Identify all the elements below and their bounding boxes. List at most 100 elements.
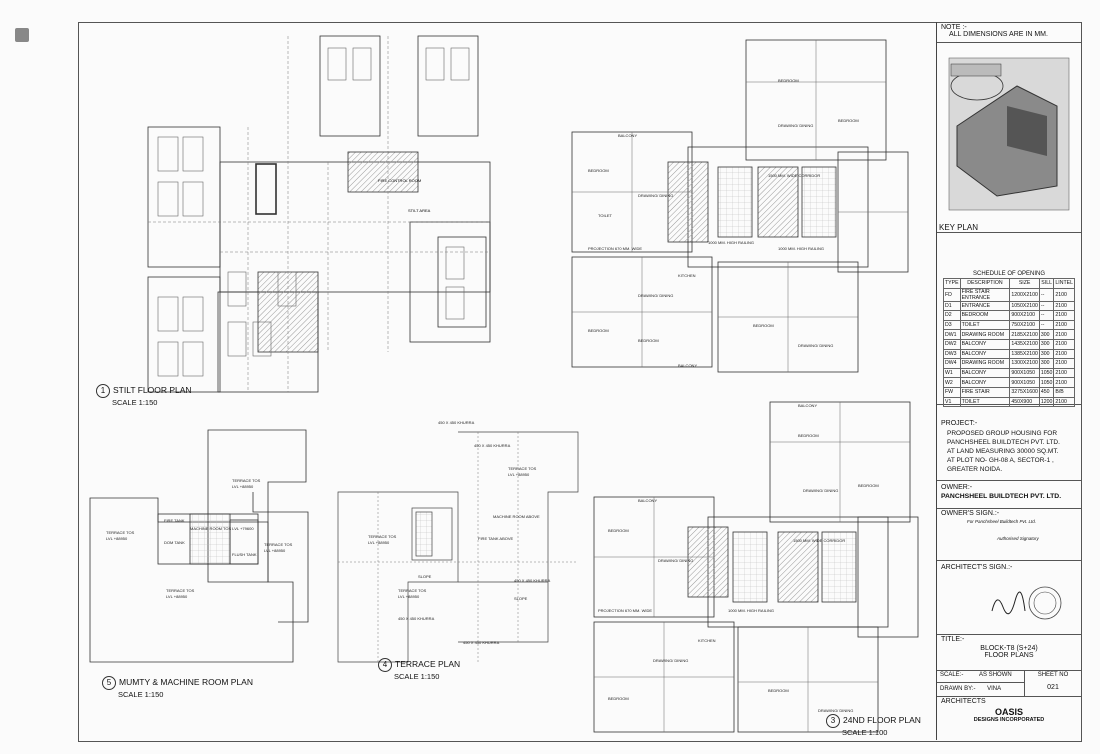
svg-text:KITCHEN: KITCHEN <box>698 638 716 643</box>
svg-text:LVL +88950: LVL +88950 <box>232 484 254 489</box>
schedule-cell: 900X1050 <box>1009 367 1040 379</box>
stilt-area-label: STILT AREA <box>408 208 431 213</box>
svg-text:FIRE TANK: FIRE TANK <box>164 518 185 523</box>
stilt-floor-plan <box>147 35 491 393</box>
svg-text:BALCONY: BALCONY <box>678 363 697 368</box>
24nd-floor-labels: BEDROOM BEDROOM DRAWING/ DINING BEDROOM … <box>598 403 879 713</box>
schedule-cell: 2100 <box>1053 319 1075 331</box>
svg-text:BALCONY: BALCONY <box>638 498 657 503</box>
scale-label: SCALE:- <box>940 672 964 678</box>
schedule-cell: 300 <box>1038 358 1055 369</box>
schedule-cell: 1200 <box>1038 396 1055 408</box>
svg-text:DRAWING/ DINING: DRAWING/ DINING <box>778 123 813 128</box>
schedule-cell: 1050X2100 <box>1009 300 1040 312</box>
mumty-plan <box>89 429 309 663</box>
binding-hole-mark <box>15 28 29 42</box>
svg-text:LVL +88950: LVL +88950 <box>368 540 390 545</box>
svg-text:BALCONY: BALCONY <box>798 403 817 408</box>
svg-text:LVL +88950: LVL +88950 <box>508 472 530 477</box>
title-block: NOTE :- ALL DIMENSIONS ARE IN MM. KEY PL… <box>936 22 1081 740</box>
title-section: TITLE:- BLOCK-T8 (S+24) FLOOR PLANS <box>937 634 1081 671</box>
schedule-title: SCHEDULE OF OPENING <box>972 271 1045 277</box>
note-text: ALL DIMENSIONS ARE IN MM. <box>949 31 1048 38</box>
title-label: TITLE:- <box>941 636 965 643</box>
schedule-cell: BALCONY <box>959 338 1011 350</box>
schedule-cell: 2100 <box>1053 348 1075 360</box>
scale-value: AS SHOWN <box>979 672 1012 678</box>
svg-text:TERRACE TOS: TERRACE TOS <box>508 466 537 471</box>
schedule-cell: D1 <box>943 300 961 312</box>
svg-text:1000 MM. HIGH RAILING: 1000 MM. HIGH RAILING <box>778 246 824 251</box>
schedule-cell: 2100 <box>1053 287 1075 302</box>
architect-sign-section: ARCHITECT'S SIGN.:- <box>937 562 1081 635</box>
svg-text:1500 MM. WIDE CORRIDOR: 1500 MM. WIDE CORRIDOR <box>768 173 820 178</box>
svg-text:450 X 450 KHURRA: 450 X 450 KHURRA <box>438 420 475 425</box>
schedule-cell: B/B <box>1053 386 1075 398</box>
schedule-cell: 2100 <box>1053 396 1075 408</box>
upper-floor-plan <box>571 39 909 373</box>
owner-sign-section: OWNER'S SIGN.:- For Panchsheel Buildtech… <box>937 508 1081 561</box>
svg-text:BEDROOM: BEDROOM <box>858 483 879 488</box>
schedule-cell: BEDROOM <box>959 310 1011 321</box>
schedule-cell: 900X1050 <box>1009 377 1040 388</box>
schedule-cell: 2100 <box>1053 377 1075 388</box>
key-plan-drawing <box>948 57 1070 211</box>
title-line1: BLOCK-T8 (S+24) <box>980 645 1038 652</box>
schedule-cell: FW <box>943 386 961 398</box>
schedule-cell: 450X900 <box>1009 396 1040 408</box>
svg-text:BEDROOM: BEDROOM <box>798 433 819 438</box>
mumty-plan-scale: SCALE 1:150 <box>118 690 164 699</box>
svg-text:DRAWING/ DINING: DRAWING/ DINING <box>658 558 693 563</box>
schedule-cell: DW2 <box>943 338 961 350</box>
svg-text:1500 MM. WIDE CORRIDOR: 1500 MM. WIDE CORRIDOR <box>793 538 845 543</box>
svg-text:LVL +88950: LVL +88950 <box>166 594 188 599</box>
svg-text:1000 MM. HIGH RAILING: 1000 MM. HIGH RAILING <box>708 240 754 245</box>
owner-label: OWNER:- <box>941 484 973 491</box>
schedule-cell: ENTRANCE <box>959 300 1011 312</box>
svg-text:DRAWING/ DINING: DRAWING/ DINING <box>653 658 688 663</box>
schedule-cell: -- <box>1038 319 1055 331</box>
schedule-cell: DW3 <box>943 348 961 360</box>
schedule-cell: -- <box>1038 310 1055 321</box>
signatory: Authorised Signatory <box>997 536 1039 541</box>
svg-text:BEDROOM: BEDROOM <box>608 696 629 701</box>
schedule-cell: 3275X1600 <box>1009 386 1040 398</box>
schedule-cell: 750X2100 <box>1009 319 1040 331</box>
schedule-cell: 2100 <box>1053 300 1075 312</box>
schedule-cell: -- <box>1038 300 1055 312</box>
schedule-cell: D2 <box>943 310 961 321</box>
svg-text:LVL +88950: LVL +88950 <box>106 536 128 541</box>
svg-text:BEDROOM: BEDROOM <box>588 328 609 333</box>
schedule-cell: DW4 <box>943 358 961 369</box>
architect-stamp <box>991 586 1062 620</box>
svg-text:DRAWING/ DINING: DRAWING/ DINING <box>638 293 673 298</box>
sheet-border <box>78 22 1082 742</box>
schedule-cell: FIRE STAIR <box>959 386 1011 398</box>
svg-text:TERRACE TOS: TERRACE TOS <box>398 588 427 593</box>
drawn-cell: DRAWN BY:- VINA <box>937 682 1025 696</box>
schedule-cell: BALCONY <box>959 367 1011 379</box>
schedule-cell: 450 <box>1038 386 1055 398</box>
key-plan-section: KEY PLAN <box>937 46 1081 233</box>
schedule-cell: DRAWING ROOM <box>959 329 1011 340</box>
24nd-floor-plan-scale: SCALE 1:100 <box>842 728 888 737</box>
svg-text:BEDROOM: BEDROOM <box>768 688 789 693</box>
svg-text:BEDROOM: BEDROOM <box>778 78 799 83</box>
schedule-cell: 2100 <box>1053 367 1075 379</box>
schedule-cell: DRAWING ROOM <box>959 358 1011 369</box>
owner-name: PANCHSHEEL BUILDTECH PVT. LTD. <box>941 493 1062 500</box>
schedule-cell: W1 <box>943 367 961 379</box>
schedule-cell: 1435X2100 <box>1009 338 1040 350</box>
owner-sign-label: OWNER'S SIGN.:- <box>941 510 1000 517</box>
